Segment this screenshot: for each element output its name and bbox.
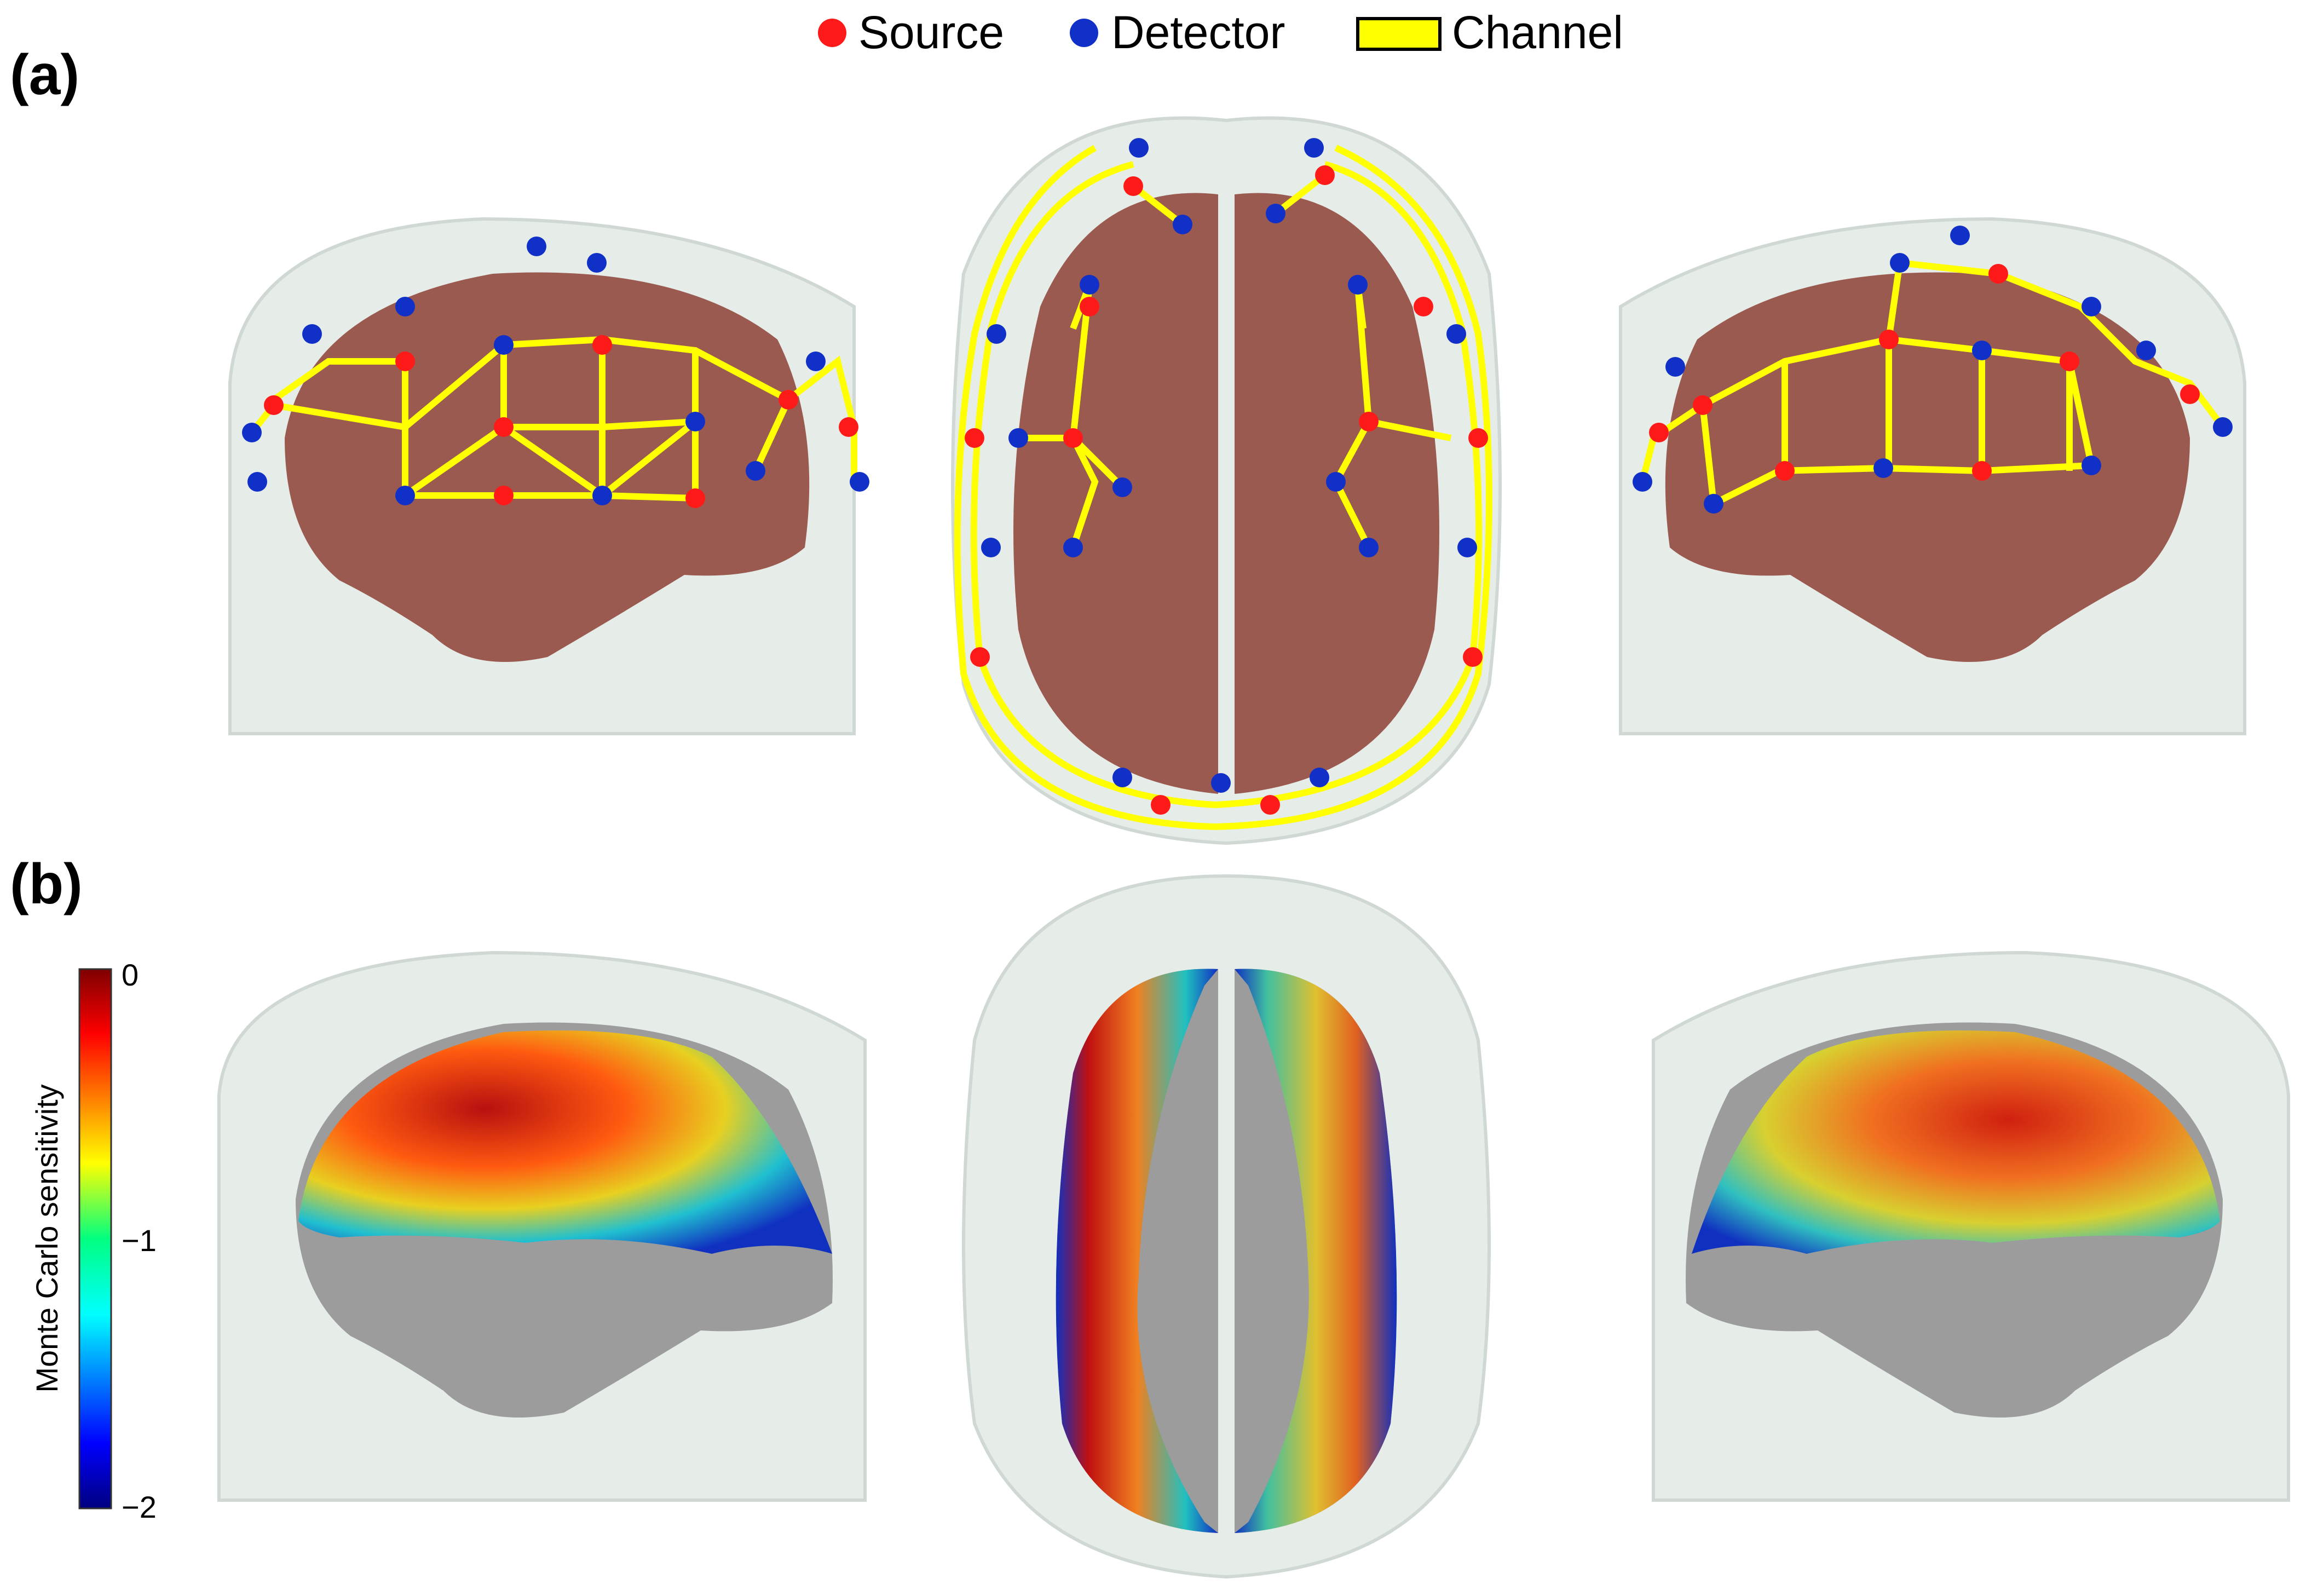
panel-label-a: (a) bbox=[10, 43, 79, 107]
channel-legend-label: Channel bbox=[1452, 7, 1623, 58]
legend: Source Detector Channel bbox=[818, 7, 1623, 58]
source-markers bbox=[1649, 264, 2200, 481]
sensitivity-map bbox=[1692, 1030, 2220, 1254]
detector-legend-marker bbox=[1070, 19, 1098, 47]
sensitivity-map bbox=[298, 1030, 832, 1254]
panel-b: 0 −1 −2 Monte Carlo sensitivity bbox=[30, 874, 2290, 1579]
colorbar-tick-minus2: −2 bbox=[122, 1490, 157, 1524]
channel-lines bbox=[249, 336, 857, 502]
panel-a bbox=[228, 116, 2246, 845]
detector-markers bbox=[981, 138, 1477, 793]
detector-markers bbox=[1633, 226, 2233, 514]
brain-left-lateral-optodes bbox=[228, 217, 869, 735]
sensitivity-map-left bbox=[1056, 969, 1218, 1533]
brain-right-lateral-optodes bbox=[1619, 217, 2246, 735]
panel-label-b: (b) bbox=[10, 852, 83, 916]
detector-markers bbox=[242, 237, 869, 505]
colorbar-tick-0: 0 bbox=[122, 958, 139, 992]
sensitivity-top bbox=[962, 874, 1491, 1579]
brain-top-optodes bbox=[951, 116, 1502, 845]
detector-legend-label: Detector bbox=[1111, 7, 1285, 58]
head-outline bbox=[962, 874, 1491, 1579]
source-markers bbox=[965, 165, 1488, 815]
colorbar: 0 −1 −2 Monte Carlo sensitivity bbox=[30, 958, 157, 1524]
source-legend-label: Source bbox=[858, 7, 1004, 58]
colorbar-tick-minus1: −1 bbox=[122, 1223, 157, 1258]
source-markers bbox=[264, 335, 858, 508]
source-legend-marker bbox=[818, 19, 846, 47]
brain-surface-right bbox=[1235, 193, 1439, 794]
channel-legend-marker bbox=[1356, 17, 1442, 51]
colorbar-gradient bbox=[78, 968, 112, 1509]
colorbar-label: Monte Carlo sensitivity bbox=[30, 1084, 64, 1392]
sensitivity-right-lateral bbox=[1652, 950, 2290, 1502]
brain-surface bbox=[285, 272, 810, 662]
sensitivity-map-right bbox=[1235, 969, 1397, 1533]
sensitivity-left-lateral bbox=[217, 950, 867, 1502]
